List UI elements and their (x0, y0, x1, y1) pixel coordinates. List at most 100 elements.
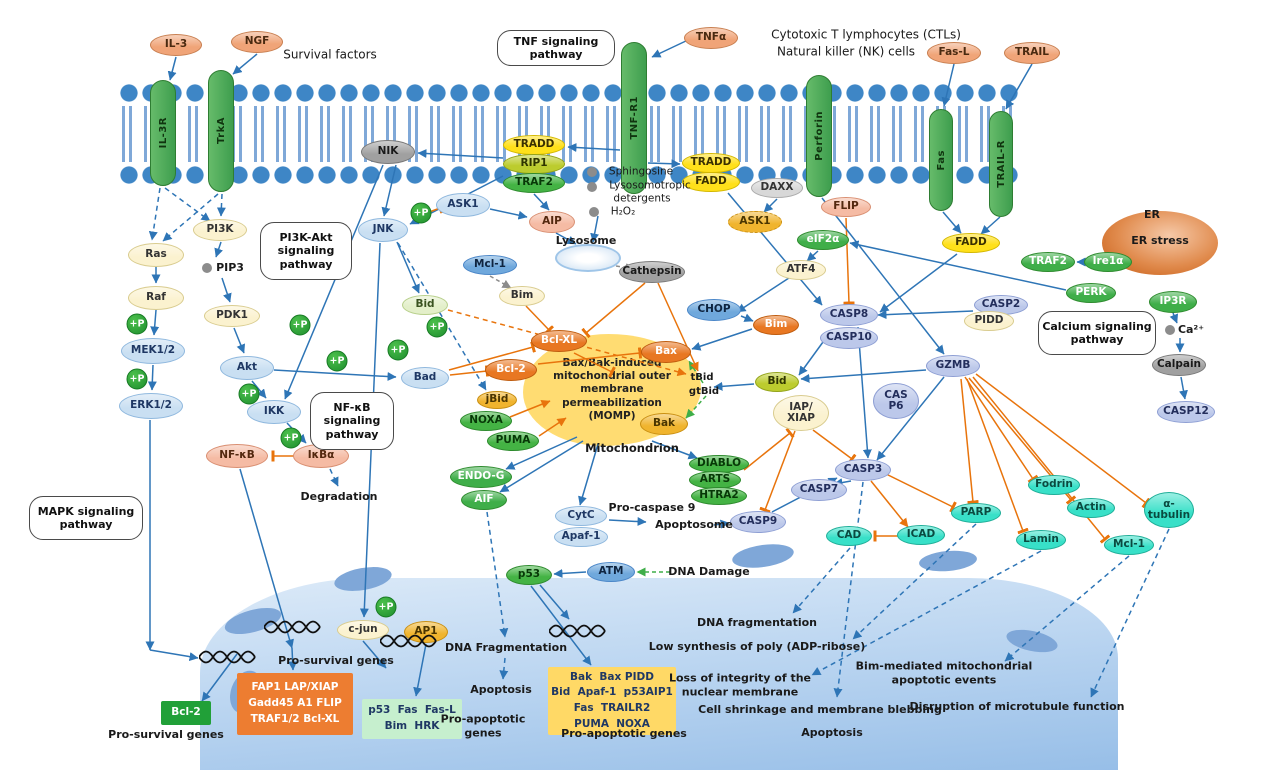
cad-node: CAD (826, 526, 872, 546)
gtbid-text: gtBid (688, 385, 720, 397)
gene-list-line: p53 Fas Fas-L (368, 704, 456, 717)
ras-node: Ras (128, 243, 184, 267)
er-text: ER (1144, 208, 1160, 222)
trka-receptor: TrkA (208, 70, 234, 192)
receptor-label: IL-3R (157, 117, 169, 149)
phospho-badge: +P (387, 339, 409, 361)
edge-49 (713, 381, 755, 391)
loss-of-integrity-of-the-nuclear-membrane-text: Loss of integrity of the nuclear membran… (668, 671, 812, 698)
lysosome-shape (555, 244, 621, 272)
jnk-node: JNK (358, 218, 408, 242)
edge-10 (150, 309, 160, 336)
icad-node: ICAD (897, 525, 945, 545)
lysosomotropic-text: Lysosomotropic (609, 179, 691, 192)
edge-40 (449, 365, 490, 377)
bcl-xl-node: Bcl-XL (531, 330, 587, 352)
a-tubulin-node: α- tubulin (1144, 492, 1194, 528)
edge-8 (216, 193, 226, 217)
cell-membrane (118, 82, 1022, 186)
calpain-node: Calpain (1152, 354, 1206, 376)
detergents-text: detergents (613, 192, 671, 205)
gene-box-bcl-2: Bcl-2 (161, 701, 211, 725)
ap1-node: AP1 (404, 621, 448, 643)
ip3r-node: IP3R (1149, 291, 1197, 313)
edge-56 (879, 253, 958, 313)
gene-list-line: Bid Apaf-1 p53AIP1 (551, 686, 673, 699)
ikk-node: IKK (247, 400, 301, 424)
flip-node: FLIP (821, 197, 871, 217)
tnfa-node: TNFα (684, 27, 738, 49)
parp-node: PARP (951, 503, 1001, 523)
dna-helix (264, 620, 321, 634)
gzmb-node: GZMB (926, 355, 980, 377)
ask1-node: ASK1 (728, 211, 782, 233)
casp10-node: CASP10 (820, 327, 878, 349)
ire1a-node: Ire1α (1084, 252, 1132, 272)
edge-16 (233, 327, 246, 354)
erk1-2-node: ERK1/2 (119, 393, 183, 419)
dna-damage-text: DNA Damage (668, 565, 750, 579)
gene-list-line: PUMA NOXA (574, 717, 650, 730)
edge-106 (581, 282, 646, 339)
nf-kb-node: NF-κB (206, 444, 268, 468)
casp2-node: CASP2 (974, 295, 1028, 315)
er-stress-text: ER stress (1131, 234, 1189, 248)
edge-36 (396, 241, 420, 294)
raf-node: Raf (128, 286, 184, 310)
edge-34 (489, 275, 512, 289)
gene-list-line: TRAF1/2 Bcl-XL (250, 712, 340, 725)
trail-node: TRAIL (1004, 42, 1060, 64)
gray-dot (589, 207, 599, 217)
pdk1-node: PDK1 (204, 305, 260, 327)
atf4-node: ATF4 (776, 260, 826, 280)
edge-48 (691, 328, 753, 351)
edge-2 (651, 39, 689, 58)
casp7-node: CASP7 (791, 479, 847, 501)
apaf-1-node: Apaf-1 (554, 527, 608, 547)
ngf-node: NGF (231, 31, 283, 53)
gray-dot (202, 263, 212, 273)
gene-list-line: FAP1 LAP/XIAP (251, 681, 339, 694)
edge-35 (525, 305, 555, 335)
receptor-label: TNF-R1 (628, 96, 640, 140)
edge-55 (727, 192, 823, 306)
dna-fragmentation-text: DNA Fragmentation (444, 641, 568, 655)
p53-node: p53 (506, 565, 552, 585)
edge-60 (877, 310, 974, 320)
edge-6 (148, 187, 161, 241)
c-jun-node: c-jun (337, 620, 389, 640)
gray-dot (1165, 325, 1175, 335)
phospho-badge: +P (375, 596, 397, 618)
fas-receptor: Fas (929, 109, 953, 211)
cytc-node: CytC (555, 506, 607, 526)
edge-97 (553, 568, 587, 578)
edge-64 (800, 369, 927, 383)
atm-node: ATM (587, 562, 635, 582)
ho-text: H₂O₂ (610, 205, 636, 218)
puma-node: PUMA (487, 431, 539, 451)
apoptosis-text: Apoptosis (801, 726, 863, 740)
perk-node: PERK (1066, 283, 1116, 303)
edge-75 (812, 429, 857, 465)
jbid-node: jBid (477, 391, 517, 409)
sphingosine-text: Sphingosine (608, 165, 674, 178)
ask1-node: ASK1 (436, 193, 490, 217)
bim-node: Bim (499, 286, 545, 306)
mcl-1-node: Mcl-1 (463, 255, 517, 275)
survival-factors-text: Survival factors (283, 47, 377, 62)
bid-node: Bid (402, 295, 448, 315)
perforin-receptor: Perforin (806, 75, 832, 197)
gray-dot (587, 182, 597, 192)
fadd-node: FADD (942, 233, 1000, 253)
ca-text: Ca²⁺ (1177, 323, 1205, 337)
receptor-label: TRAIL-R (995, 140, 1007, 188)
pro-apoptotic-genes-text: Pro-apoptotic genes (440, 712, 526, 739)
edge-68 (608, 517, 647, 527)
bad-node: Bad (401, 367, 449, 389)
edge-77 (870, 480, 909, 528)
fodrin-node: Fodrin (1028, 475, 1080, 495)
edge-86 (1169, 312, 1179, 324)
